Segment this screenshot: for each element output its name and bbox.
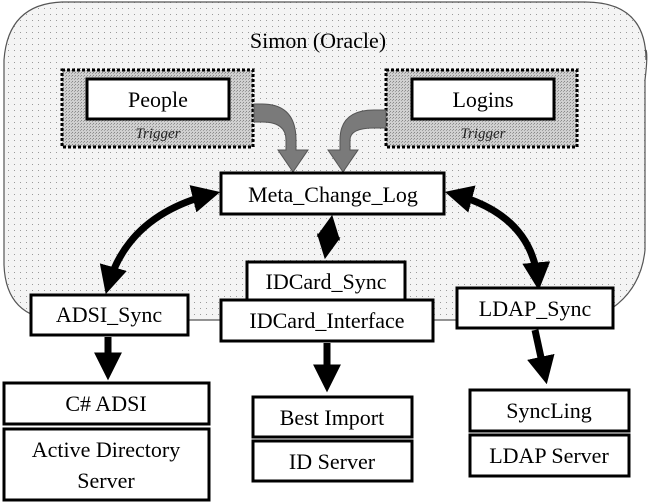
adsi-sync-label: ADSI_Sync [56, 302, 163, 327]
people-table-label: People [128, 87, 188, 112]
logins-table-box[interactable] [410, 77, 556, 121]
active-directory-label-line2: Server [77, 468, 135, 493]
idcard-sync-label: IDCard_Sync [266, 269, 387, 294]
log-ldap-arrow [444, 185, 551, 291]
ldap-server-label: LDAP Server [489, 443, 609, 468]
logins-table-label: Logins [452, 87, 513, 112]
meta-change-log-box[interactable] [219, 171, 446, 216]
active-directory-label-line1: Active Directory [32, 437, 180, 462]
ldap-sync-box[interactable] [455, 286, 615, 330]
adsi-sync-box[interactable] [29, 293, 190, 337]
people-trigger-caption: Trigger [135, 126, 180, 142]
syncling-label: SyncLing [506, 398, 592, 423]
idcard-interface-label: IDCard_Interface [249, 308, 404, 333]
csharp-adsi-box[interactable] [2, 381, 211, 426]
syncling-box[interactable] [468, 388, 631, 433]
people-table-box[interactable] [85, 77, 231, 121]
ldap-server-box[interactable] [468, 433, 631, 478]
csharp-adsi-label: C# ADSI [65, 391, 146, 416]
best-import-box[interactable] [251, 395, 414, 439]
people-to-log-arrow [253, 103, 309, 173]
id-server-box[interactable] [251, 439, 414, 483]
ldap-sync-label: LDAP_Sync [479, 296, 592, 321]
idcard-interface-box[interactable] [219, 298, 435, 343]
log-idcard-arrow [316, 214, 341, 260]
log-adsi-arrow [99, 185, 221, 295]
logins-to-log-arrow [327, 109, 387, 173]
ldap-down-arrow [527, 329, 555, 385]
active-directory-box[interactable] [2, 427, 211, 502]
best-import-label: Best Import [280, 405, 385, 430]
id-server-label: ID Server [289, 449, 376, 474]
logins-trigger-caption: Trigger [460, 126, 505, 142]
container-title: Simon (Oracle) [250, 28, 386, 53]
meta-change-log-label: Meta_Change_Log [248, 182, 418, 207]
